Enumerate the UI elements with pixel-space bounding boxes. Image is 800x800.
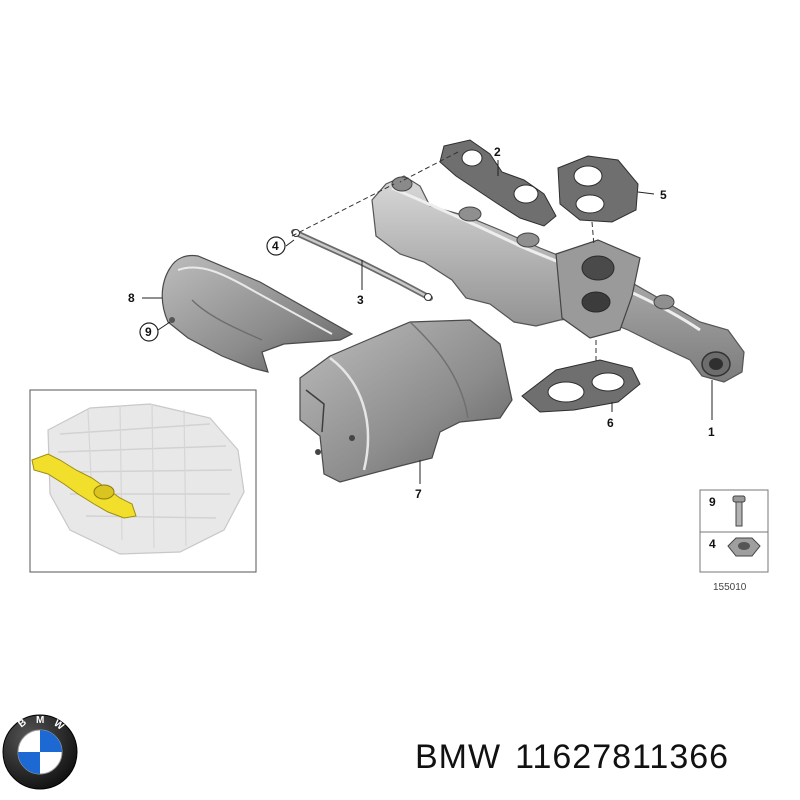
manifold-gasket-part-2 <box>439 139 557 227</box>
alignment-line <box>291 183 395 237</box>
alignment-line <box>399 151 459 183</box>
engine-location-inset <box>29 389 257 573</box>
outlet-gasket-part-6 <box>521 359 641 413</box>
callout-2: 2 <box>494 145 501 176</box>
callout-4: 4 <box>266 236 295 256</box>
svg-text:7: 7 <box>415 487 422 501</box>
alignment-line <box>591 221 595 247</box>
part-caption: BMW 11627811366 <box>415 738 729 777</box>
bmw-logo: B M W <box>2 714 78 790</box>
callout-1: 1 <box>708 380 715 439</box>
callout-9: 9 <box>139 321 171 342</box>
diagram-code: 155010 <box>713 582 747 593</box>
bolt-icon <box>732 495 746 527</box>
callout-6: 6 <box>607 402 614 430</box>
brand-name: BMW <box>415 738 502 776</box>
highlighted-manifold-image <box>31 453 137 519</box>
svg-text:8: 8 <box>128 291 135 305</box>
part-number: 11627811366 <box>515 738 730 776</box>
callout-7: 7 <box>415 460 422 501</box>
callout-5: 5 <box>637 188 667 202</box>
svg-text:3: 3 <box>357 293 364 307</box>
nut-icon <box>727 537 761 557</box>
svg-text:9: 9 <box>145 325 152 339</box>
turbo-gasket-part-5 <box>557 155 639 223</box>
bracket-part-3 <box>291 229 433 301</box>
callout-8: 8 <box>128 291 162 305</box>
exhaust-manifold-part-1 <box>371 175 745 383</box>
svg-text:6: 6 <box>607 416 614 430</box>
fastener-legend: 9 4 155010 <box>699 489 769 593</box>
svg-text:5: 5 <box>660 188 667 202</box>
svg-text:1: 1 <box>708 425 715 439</box>
svg-text:M: M <box>36 715 44 726</box>
legend-label-4: 4 <box>709 537 716 551</box>
heat-shield-part-8 <box>161 254 354 373</box>
callout-3: 3 <box>357 260 364 307</box>
legend-label-9: 9 <box>709 495 716 509</box>
heat-shield-part-7 <box>299 319 513 483</box>
svg-text:4: 4 <box>272 239 279 253</box>
svg-text:2: 2 <box>494 145 501 159</box>
